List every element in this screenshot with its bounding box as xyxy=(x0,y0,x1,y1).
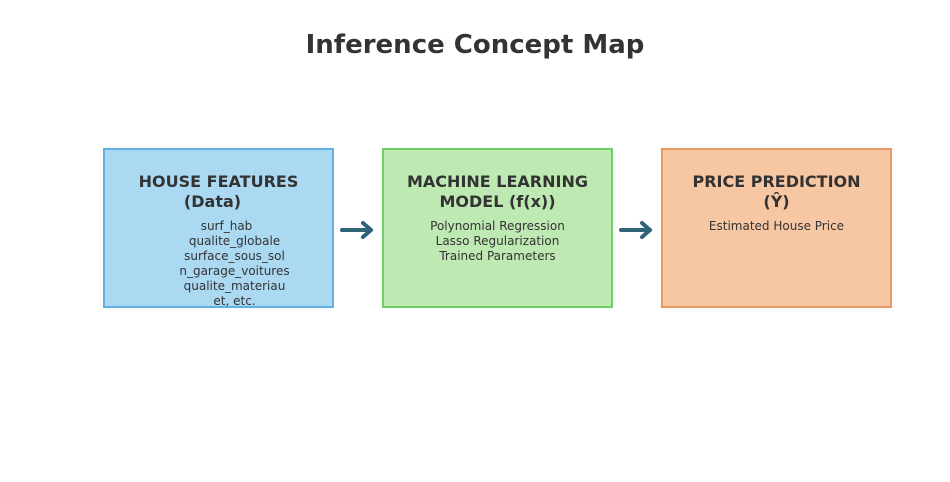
price-prediction-list: Estimated House Price xyxy=(663,219,890,234)
ml-model-title: MACHINE LEARNING MODEL (f(x)) xyxy=(384,172,611,212)
arrow-right-icon xyxy=(619,221,652,239)
house-features-title: HOUSE FEATURES (Data) xyxy=(105,172,332,212)
house-features-box: HOUSE FEATURES (Data) surf_hab qualite_g… xyxy=(103,148,334,308)
feature-item: surface_sous_sol xyxy=(184,249,285,263)
price-prediction-box: PRICE PREDICTION (Ŷ) Estimated House Pri… xyxy=(661,148,892,308)
feature-item: et, etc. xyxy=(213,294,256,308)
model-item: Lasso Regularization xyxy=(435,234,560,248)
model-item: Trained Parameters xyxy=(439,249,556,263)
price-prediction-title-line2: (Ŷ) xyxy=(763,192,790,211)
house-features-list: surf_hab qualite_globale surface_sous_so… xyxy=(121,219,348,309)
ml-model-list: Polynomial Regression Lasso Regularizati… xyxy=(384,219,611,264)
ml-model-title-line1: MACHINE LEARNING xyxy=(407,172,588,191)
feature-item: qualite_materiau xyxy=(183,279,286,293)
price-prediction-title: PRICE PREDICTION (Ŷ) xyxy=(663,172,890,212)
diagram-title: Inference Concept Map xyxy=(305,30,645,60)
house-features-title-line1: HOUSE FEATURES xyxy=(138,172,299,191)
arrow-right-icon xyxy=(340,221,373,239)
feature-item: qualite_globale xyxy=(188,234,281,248)
ml-model-title-line2: MODEL (f(x)) xyxy=(439,192,556,211)
feature-item: surf_hab xyxy=(200,219,253,233)
feature-item: n_garage_voitures xyxy=(179,264,290,278)
price-prediction-title-line1: PRICE PREDICTION xyxy=(692,172,861,191)
prediction-item: Estimated House Price xyxy=(708,219,845,233)
model-item: Polynomial Regression xyxy=(430,219,565,233)
house-features-title-line2: (Data) xyxy=(183,192,242,211)
ml-model-box: MACHINE LEARNING MODEL (f(x)) Polynomial… xyxy=(382,148,613,308)
